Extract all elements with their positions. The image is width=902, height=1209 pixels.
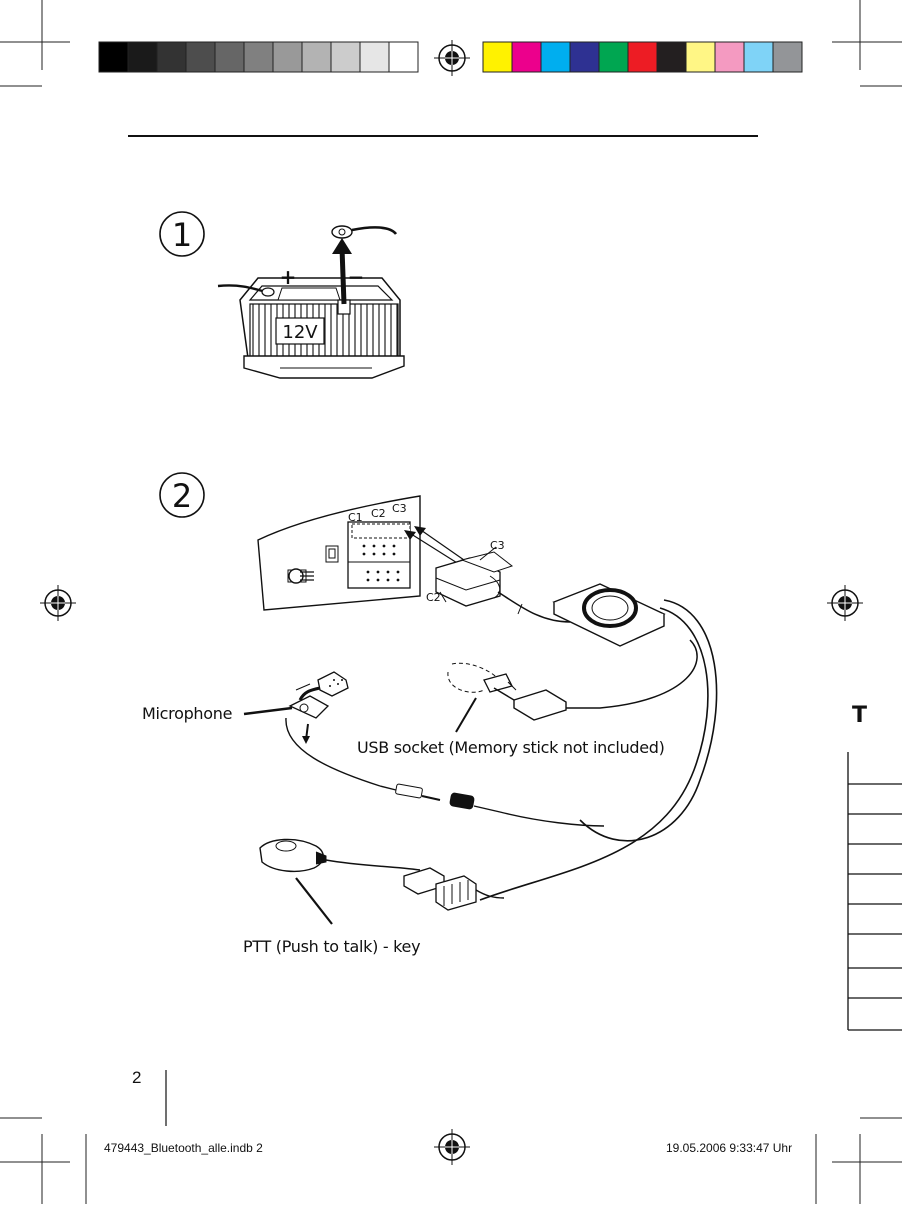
gray-swatch-10 — [359, 41, 390, 73]
step-1-number: 1 — [172, 216, 192, 254]
gray-swatch-3 — [156, 41, 187, 73]
color-swatch-1 — [482, 41, 513, 73]
connector-label-c1: C1 — [348, 511, 363, 524]
gray-swatch-11 — [388, 41, 419, 73]
color-swatch-2 — [511, 41, 542, 73]
step-1-circle — [159, 211, 205, 257]
microphone-graphic — [285, 671, 381, 787]
color-swatch-6 — [627, 41, 658, 73]
plug-label-c3: C3 — [490, 539, 505, 552]
gray-swatch-1 — [98, 41, 129, 73]
registration-target-bottom — [434, 1129, 470, 1165]
gray-swatch-8 — [301, 41, 332, 73]
usb-leader-line — [455, 697, 477, 733]
color-swatch-8 — [685, 41, 716, 73]
usb-socket-label: USB socket (Memory stick not included) — [357, 738, 665, 757]
slug-timestamp: 19.05.2006 9:33:47 Uhr — [666, 1141, 793, 1155]
step-2-circle — [159, 472, 205, 518]
step-2-number: 2 — [172, 477, 192, 515]
microphone-leader-line — [243, 706, 293, 716]
color-swatch-9 — [714, 41, 745, 73]
registration-target-left — [40, 585, 76, 621]
color-swatch-10 — [743, 41, 774, 73]
gray-swatch-4 — [185, 41, 216, 73]
slug-file-name: 479443_Bluetooth_alle.indb 2 — [104, 1141, 263, 1155]
gray-swatch-2 — [127, 41, 158, 73]
ptt-leader-line — [295, 877, 333, 925]
gray-swatch-7 — [272, 41, 303, 73]
figure-1-battery-disconnect: 1 12V + − — [159, 211, 405, 379]
adjacent-heading-fragment: T — [852, 703, 867, 728]
ptt-key-graphic — [259, 838, 421, 873]
color-swatch-bar — [482, 41, 803, 73]
color-swatch-11 — [772, 41, 803, 73]
registration-target-right — [827, 585, 863, 621]
positive-terminal-sign: + — [280, 265, 297, 289]
adjacent-page-fragment — [847, 752, 902, 1031]
microphone-label: Microphone — [142, 704, 233, 723]
battery-voltage-label: 12V — [282, 322, 318, 343]
gray-swatch-5 — [214, 41, 245, 73]
ptt-key-label: PTT (Push to talk) - key — [243, 937, 421, 956]
page-number: 2 — [132, 1068, 142, 1087]
color-swatch-5 — [598, 41, 629, 73]
gray-swatch-6 — [243, 41, 274, 73]
gray-swatch-9 — [330, 41, 361, 73]
disconnect-arrow — [339, 247, 347, 305]
gray-swatch-bar — [98, 41, 419, 73]
registration-target-top — [434, 40, 470, 76]
plug-label-c2: C2 — [426, 591, 441, 604]
color-swatch-3 — [540, 41, 571, 73]
connector-label-c3: C3 — [392, 502, 407, 515]
color-swatch-7 — [656, 41, 687, 73]
figure-2-wiring-diagram: 2 C1 C2 C3 C3 C2 — [159, 472, 718, 925]
negative-terminal-sign: − — [348, 265, 365, 289]
connector-label-c2: C2 — [371, 507, 386, 520]
color-swatch-4 — [569, 41, 600, 73]
